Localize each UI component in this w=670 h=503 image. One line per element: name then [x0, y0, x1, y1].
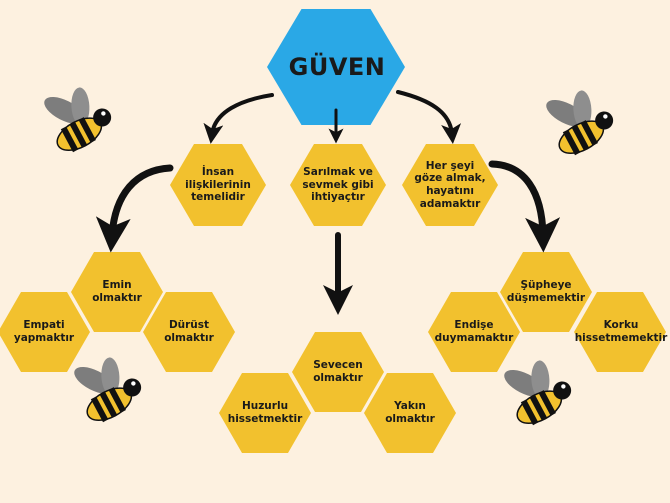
right-cluster-node-1: Şüpheye düşmemektir — [506, 279, 586, 304]
middle-cluster-node-1: Sevecen olmaktır — [313, 359, 363, 384]
middle-cluster-hexagon-3 — [364, 373, 456, 453]
middle-cluster-node-2: Huzurlu hissetmektir — [227, 400, 303, 425]
right-cluster-hexagon-1 — [500, 252, 592, 332]
left-cluster-node-1: Emin olmaktır — [92, 279, 142, 304]
left-cluster-hexagon-2 — [0, 292, 90, 372]
arrow-title-to-left — [203, 93, 274, 144]
bee-icon — [504, 360, 572, 426]
level1-node-3: Her şeyi göze almak, hayatını adamaktır — [414, 159, 486, 210]
right-cluster-node-3: Korku hissetmemektir — [574, 319, 668, 344]
arrow-left-to-cluster — [95, 164, 174, 253]
left-cluster-hexagon-3 — [143, 292, 235, 372]
right-cluster-hexagon-2 — [428, 292, 520, 372]
bee-icon — [74, 357, 142, 423]
middle-cluster-hexagon-1 — [292, 332, 384, 412]
arrow-title-to-right — [396, 90, 462, 144]
left-cluster-node-3: Dürüst olmaktır — [164, 319, 214, 344]
right-cluster-hexagon-3 — [574, 292, 666, 372]
bee-icon — [546, 90, 614, 156]
right-cluster-node-2: Endişe duymamaktır — [434, 319, 514, 344]
left-cluster-node-2: Empati yapmaktır — [13, 319, 75, 344]
bee-icon — [44, 87, 112, 153]
arrow-right-to-cluster — [488, 160, 561, 253]
level1-hexagon-1 — [170, 144, 266, 226]
level1-hexagon-3 — [402, 144, 498, 226]
level1-node-2: Sarılmak ve sevmek gibi ihtiyaçtır — [302, 166, 374, 204]
level1-node-1: İnsan ilişkilerinin temelidir — [185, 166, 251, 204]
title-hexagon — [267, 9, 405, 125]
middle-cluster-node-3: Yakın olmaktır — [385, 400, 435, 425]
middle-cluster-hexagon-2 — [219, 373, 311, 453]
level1-hexagon-2 — [290, 144, 386, 226]
title-text: GÜVEN — [288, 53, 386, 81]
left-cluster-hexagon-1 — [71, 252, 163, 332]
